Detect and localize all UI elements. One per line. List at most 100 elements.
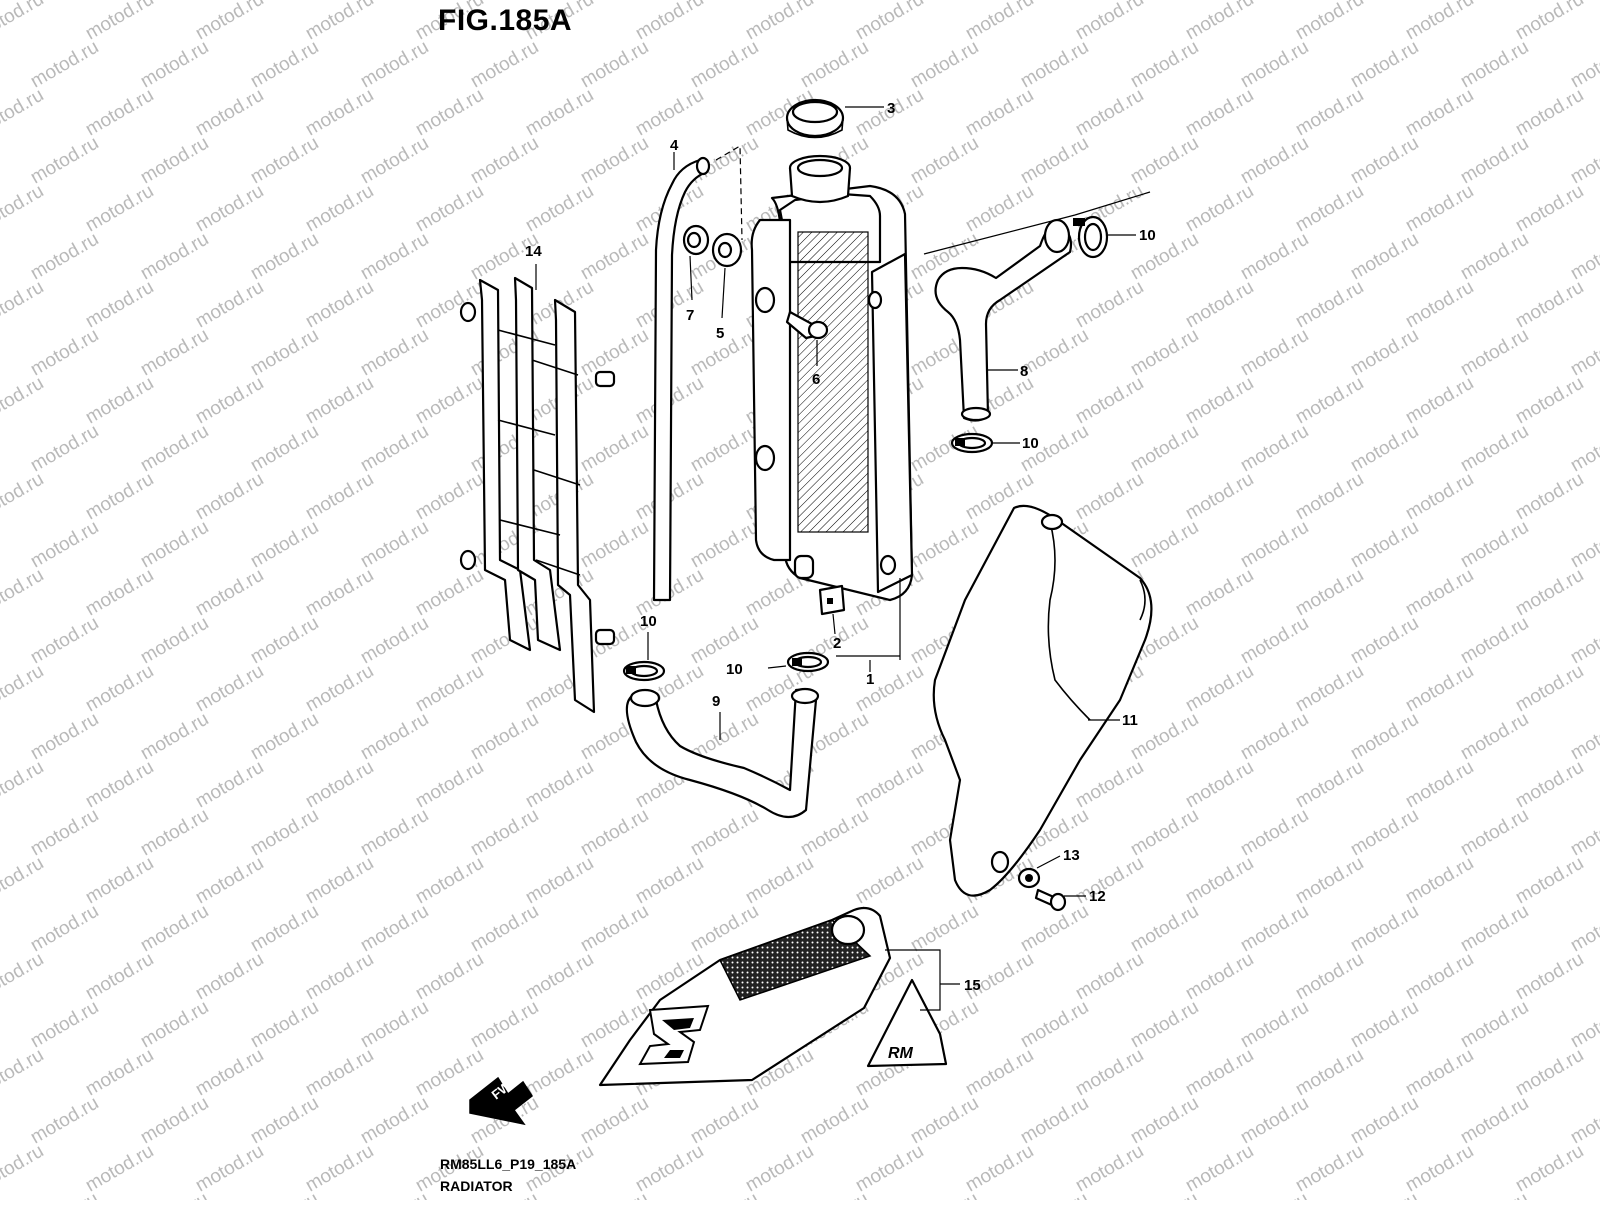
part-10-clamp-c <box>622 660 666 682</box>
watermark-text: motod.ru <box>357 37 432 93</box>
watermark-text: motod.ru <box>82 1045 157 1101</box>
watermark-text: motod.ru <box>797 1189 872 1200</box>
watermark-text: motod.ru <box>1512 853 1587 909</box>
watermark-text: motod.ru <box>577 805 652 861</box>
watermark-text: motod.ru <box>247 709 322 765</box>
watermark-text: motod.ru <box>247 997 322 1053</box>
watermark-text: motod.ru <box>82 181 157 237</box>
watermark-text: motod.ru <box>1457 229 1532 285</box>
watermark-text: motod.ru <box>742 0 817 44</box>
watermark-text: motod.ru <box>1512 565 1587 621</box>
watermark-text: motod.ru <box>687 517 762 573</box>
part-10-clamp-b <box>950 432 994 454</box>
watermark-text: motod.ru <box>577 517 652 573</box>
watermark-text: motod.ru <box>1402 757 1477 813</box>
watermark-text: motod.ru <box>1347 997 1422 1053</box>
watermark-text: motod.ru <box>1402 469 1477 525</box>
watermark-text: motod.ru <box>192 277 267 333</box>
watermark-text: motod.ru <box>1072 1141 1147 1197</box>
watermark-text: motod.ru <box>192 1141 267 1197</box>
watermark-text: motod.ru <box>1292 565 1367 621</box>
fwd-arrow-icon: FWD <box>469 1072 534 1126</box>
watermark-text: motod.ru <box>1347 133 1422 189</box>
watermark-text: motod.ru <box>1182 661 1257 717</box>
part-13-washer <box>1017 867 1041 889</box>
watermark-text: motod.ru <box>962 85 1037 141</box>
watermark-text: motod.ru <box>0 1045 47 1101</box>
watermark-text: motod.ru <box>137 901 212 957</box>
watermark-text: motod.ru <box>0 565 47 621</box>
watermark-text: motod.ru <box>192 85 267 141</box>
watermark-text: motod.ru <box>1512 469 1587 525</box>
part-14-radiator-louver <box>459 276 616 714</box>
callout-1: 1 <box>866 671 874 688</box>
watermark-text: motod.ru <box>412 1045 487 1101</box>
callout-10-left: 10 <box>640 613 657 630</box>
watermark-text: motod.ru <box>1017 997 1092 1053</box>
watermark-text: motod.ru <box>1457 805 1532 861</box>
watermark-text: motod.ru <box>962 1045 1037 1101</box>
watermark-text: motod.ru <box>137 37 212 93</box>
watermark-text: motod.ru <box>1127 133 1202 189</box>
watermark-text: motod.ru <box>0 757 47 813</box>
watermark-text: motod.ru <box>1402 181 1477 237</box>
watermark-text: motod.ru <box>1237 997 1312 1053</box>
watermark-text: motod.ru <box>577 229 652 285</box>
watermark-text: motod.ru <box>27 1189 102 1200</box>
watermark-text: motod.ru <box>797 805 872 861</box>
watermark-text: motod.ru <box>302 373 377 429</box>
watermark-text: motod.ru <box>1402 373 1477 429</box>
watermark-text: motod.ru <box>1237 1189 1312 1200</box>
decal-rm-text: RM <box>888 1045 914 1062</box>
watermark-text: motod.ru <box>357 517 432 573</box>
watermark-text: motod.ru <box>467 709 542 765</box>
watermark-text: motod.ru <box>1182 757 1257 813</box>
callout-2: 2 <box>833 635 841 652</box>
watermark-text: motod.ru <box>192 661 267 717</box>
watermark-text: motod.ru <box>1072 85 1147 141</box>
watermark-text: motod.ru <box>1292 853 1367 909</box>
watermark-text: motod.ru <box>1237 517 1312 573</box>
watermark-text: motod.ru <box>357 1093 432 1149</box>
watermark-text: motod.ru <box>1512 0 1587 44</box>
watermark-text: motod.ru <box>1237 613 1312 669</box>
watermark-text: motod.ru <box>632 85 707 141</box>
watermark-text: motod.ru <box>357 709 432 765</box>
watermark-text: motod.ru <box>27 421 102 477</box>
watermark-text: motod.ru <box>1567 709 1600 765</box>
callout-13: 13 <box>1063 847 1080 864</box>
part-1-radiator <box>750 154 914 602</box>
watermark-text: motod.ru <box>1457 1189 1532 1200</box>
watermark-text: motod.ru <box>632 853 707 909</box>
watermark-text: motod.ru <box>577 901 652 957</box>
watermark-text: motod.ru <box>357 133 432 189</box>
watermark-text: motod.ru <box>137 613 212 669</box>
watermark-text: motod.ru <box>1237 325 1312 381</box>
watermark-text: motod.ru <box>1237 709 1312 765</box>
callout-5: 5 <box>716 325 724 342</box>
watermark-text: motod.ru <box>1072 0 1147 44</box>
figure-code: RM85LL6_P19_185A <box>440 1156 577 1172</box>
watermark-text: motod.ru <box>357 325 432 381</box>
watermark-text: motod.ru <box>137 133 212 189</box>
part-9-lower-hose <box>625 687 820 819</box>
watermark-text: motod.ru <box>1347 421 1422 477</box>
watermark-text: motod.ru <box>302 949 377 1005</box>
watermark-text: motod.ru <box>852 0 927 44</box>
watermark-text: motod.ru <box>412 565 487 621</box>
watermark-text: motod.ru <box>522 85 597 141</box>
watermark-text: motod.ru <box>412 757 487 813</box>
watermark-text: motod.ru <box>357 421 432 477</box>
watermark-text: motod.ru <box>577 37 652 93</box>
watermark-text: motod.ru <box>27 325 102 381</box>
watermark-text: motod.ru <box>412 181 487 237</box>
watermark-text: motod.ru <box>1402 853 1477 909</box>
watermark-text: motod.ru <box>1127 325 1202 381</box>
watermark-text: motod.ru <box>522 757 597 813</box>
watermark-text: motod.ru <box>1182 85 1257 141</box>
watermark-text: motod.ru <box>1567 517 1600 573</box>
watermark-text: motod.ru <box>302 853 377 909</box>
watermark-text: motod.ru <box>852 1141 927 1197</box>
callout-4: 4 <box>670 137 679 154</box>
watermark-text: motod.ru <box>1457 613 1532 669</box>
